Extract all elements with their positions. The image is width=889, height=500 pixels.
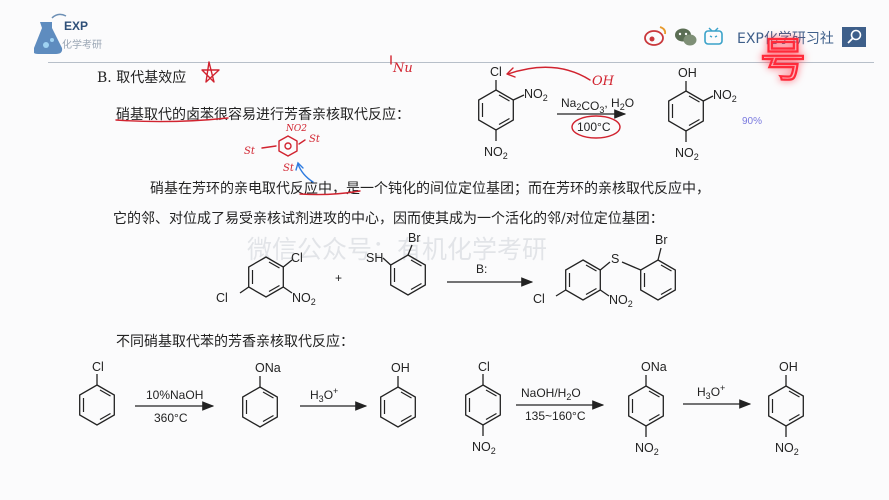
annot-underline-2	[299, 190, 361, 196]
r4-no2: NO2	[472, 440, 496, 456]
r1-cl-label: Cl	[490, 65, 502, 79]
sub-heading: 不同硝基取代苯的芳香亲核取代反应：	[116, 334, 354, 350]
brand-text: EXP化学研习社	[737, 31, 834, 47]
annot-oh: OH	[592, 74, 615, 89]
r1-oh-label: OH	[678, 66, 697, 80]
reaction2-product: S Br Cl NO2	[533, 233, 676, 309]
flask-logo-icon: EXP 化学考研	[34, 13, 102, 54]
r2-cl-top: Cl	[291, 251, 303, 265]
annot-st-left: St	[244, 146, 256, 157]
handwritten-annotations: Nu OH NO2 St St St 号	[115, 32, 807, 196]
r4p-no2: NO2	[775, 441, 799, 457]
para-line-1: 硝基在芳环的亲电取代反应中，是一个钝化的间位定位基团；而在芳环的亲核取代反应中，	[150, 181, 710, 197]
annot-attack-arrow	[507, 66, 591, 81]
r1-no2-label-para: NO2	[484, 145, 508, 161]
reaction4-start: Cl NO2	[465, 360, 501, 456]
annot-nu: Nu	[392, 61, 413, 76]
logo-subtitle: 化学考研	[62, 38, 102, 51]
r3-cl: Cl	[92, 360, 104, 374]
r2-br: Br	[408, 231, 421, 245]
r1-temperature: 100°C	[577, 120, 611, 134]
r3-ona: ONa	[255, 361, 281, 375]
r3-cond1-top: 10%NaOH	[146, 388, 203, 402]
header: EXP 化学考研 EXP化学研习社	[0, 0, 889, 58]
annot-st-right: St	[309, 134, 321, 145]
reaction3-intermediate: ONa	[242, 361, 281, 428]
r2-cl-left: Cl	[216, 291, 228, 305]
r2-plus: +	[335, 271, 342, 285]
r1-no2-label-ortho: NO2	[524, 87, 548, 103]
r4-ona: ONa	[641, 360, 667, 374]
annot-no2: NO2	[285, 124, 307, 134]
reaction2-reactant2: SH Br	[366, 231, 426, 296]
bilibili-icon[interactable]	[704, 27, 723, 45]
annot-blue-arrow	[297, 163, 314, 183]
star-mark-icon	[201, 61, 220, 83]
r2p-br: Br	[655, 233, 668, 247]
wechat-icon[interactable]	[675, 28, 697, 46]
r2p-cl: Cl	[533, 292, 545, 306]
r1p-no2-ortho: NO2	[713, 88, 737, 104]
r4-cond1-bottom: 135~160°C	[525, 409, 586, 423]
watermark: 微信公众号：有机化学考研	[247, 235, 547, 264]
reaction4-product: OH NO2	[768, 360, 804, 457]
r2-no2: NO2	[292, 291, 316, 307]
r3-oh: OH	[391, 361, 410, 375]
r2p-s: S	[611, 252, 619, 266]
r2-sh: SH	[366, 251, 383, 265]
r1-reagents: Na2CO3, H2O	[561, 96, 634, 115]
reaction3-start: Cl	[79, 360, 115, 426]
header-divider	[48, 62, 874, 63]
para-line-2: 它的邻、对位成了易受亲核试剂进攻的中心，因而使其成为一个活化的邻/对位定位基团：	[113, 211, 664, 227]
r1-yield: 90%	[742, 116, 762, 127]
reaction3-product: OH	[380, 361, 416, 428]
reaction1-reactant: Cl NO2 NO2	[478, 65, 548, 161]
logo-text: EXP	[64, 19, 88, 33]
reaction1-product: OH NO2 NO2	[668, 66, 737, 162]
red-seal-mark: 号	[760, 33, 806, 87]
reaction4-intermediate: ONa NO2	[628, 360, 667, 457]
reaction2-reactant1: Cl Cl NO2	[216, 251, 316, 307]
r4-cl: Cl	[478, 360, 490, 374]
weibo-icon[interactable]	[644, 26, 667, 46]
annot-ring-sketch	[278, 135, 298, 157]
r2-reagent: B:	[476, 262, 487, 276]
r4i-no2: NO2	[635, 441, 659, 457]
annot-underline	[115, 117, 229, 123]
r3-cond2: H3O+	[310, 386, 338, 404]
header-icons: EXP化学研习社	[644, 26, 866, 47]
intro-text: 硝基取代的卤苯很容易进行芳香亲核取代反应：	[116, 107, 410, 123]
r1p-no2-para: NO2	[675, 146, 699, 162]
r4-cond1-top: NaOH/H2O	[521, 386, 581, 402]
r2p-no2: NO2	[609, 293, 633, 309]
annot-temp-circle	[571, 115, 621, 139]
section-title: B. 取代基效应	[97, 70, 187, 86]
r4-oh: OH	[779, 360, 798, 374]
r3-cond1-bottom: 360°C	[154, 411, 188, 425]
search-icon[interactable]	[842, 27, 866, 47]
annot-st-bottom: St	[283, 163, 295, 174]
r4-cond2: H3O+	[697, 383, 725, 401]
